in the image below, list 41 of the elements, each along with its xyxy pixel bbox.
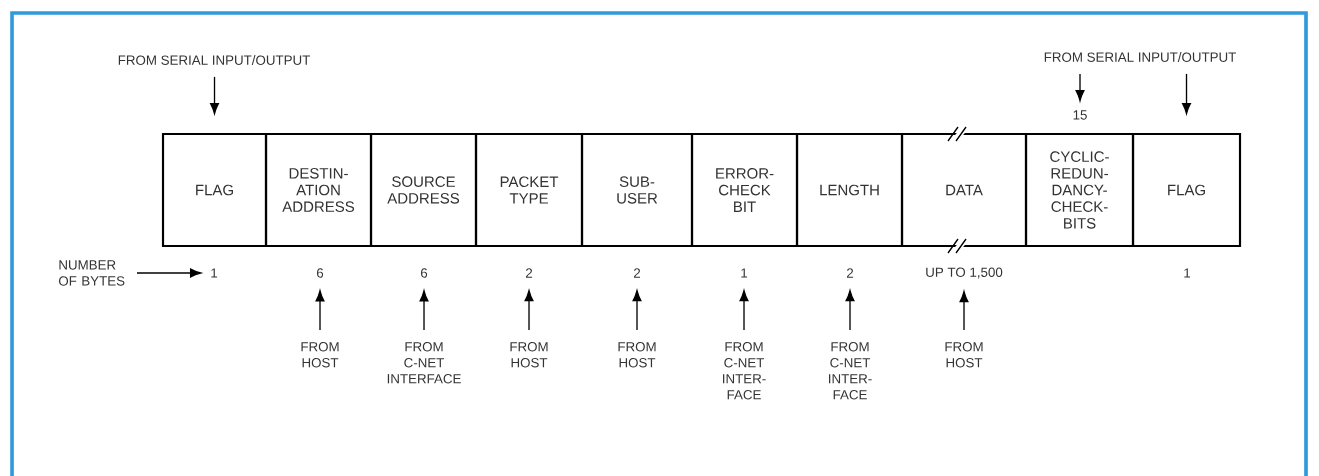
field-box: PACKET TYPE [474,132,584,248]
source-label: FROM SERIAL INPUT/OUTPUT [118,55,310,65]
byte-count: 2 [526,268,533,278]
byte-count: 15 [1073,110,1087,120]
source-label: FROM HOST [510,342,548,368]
source-label: FROM C-NET INTERFACE [387,342,461,384]
field-box: FLAG [161,132,268,248]
arrow [524,290,534,331]
source-label: FROM C-NET INTER- FACE [723,342,766,400]
source-label: FROM HOST [945,342,983,368]
byte-count: 6 [317,268,324,278]
byte-count: 2 [847,268,854,278]
arrow [739,290,749,331]
field-box: FLAG [1131,132,1242,248]
arrow [632,290,642,331]
byte-count: 2 [634,268,641,278]
field-box: LENGTH [795,132,904,248]
byte-count: UP TO 1,500 [926,267,1003,279]
field-box: DATA [900,132,1028,248]
field-box: SOURCE ADDRESS [369,132,478,248]
arrow [845,290,855,331]
byte-count: 1 [1184,268,1191,278]
source-label: FROM HOST [301,342,339,368]
arrow [959,290,969,331]
source-label: FROM HOST [618,342,656,368]
axis-label: NUMBER OF BYTES [58,260,125,286]
byte-count: 6 [421,268,428,278]
field-box: DESTIN- ATION ADDRESS [264,132,373,248]
arrow [210,76,219,115]
source-label: FROM SERIAL INPUT/OUTPUT [1044,52,1236,62]
arrow [315,290,325,331]
field-box: CYCLIC- REDUN- DANCY- CHECK- BITS [1024,132,1135,248]
field-box: SUB- USER [580,132,694,248]
byte-count: 1 [211,268,218,278]
arrow [136,268,202,278]
source-label: FROM C-NET INTER- FACE [829,342,872,400]
arrow [1182,73,1191,115]
field-box: ERROR- CHECK BIT [690,132,799,248]
byte-count: 1 [741,268,748,278]
arrow [1075,73,1085,102]
arrow [419,290,429,331]
